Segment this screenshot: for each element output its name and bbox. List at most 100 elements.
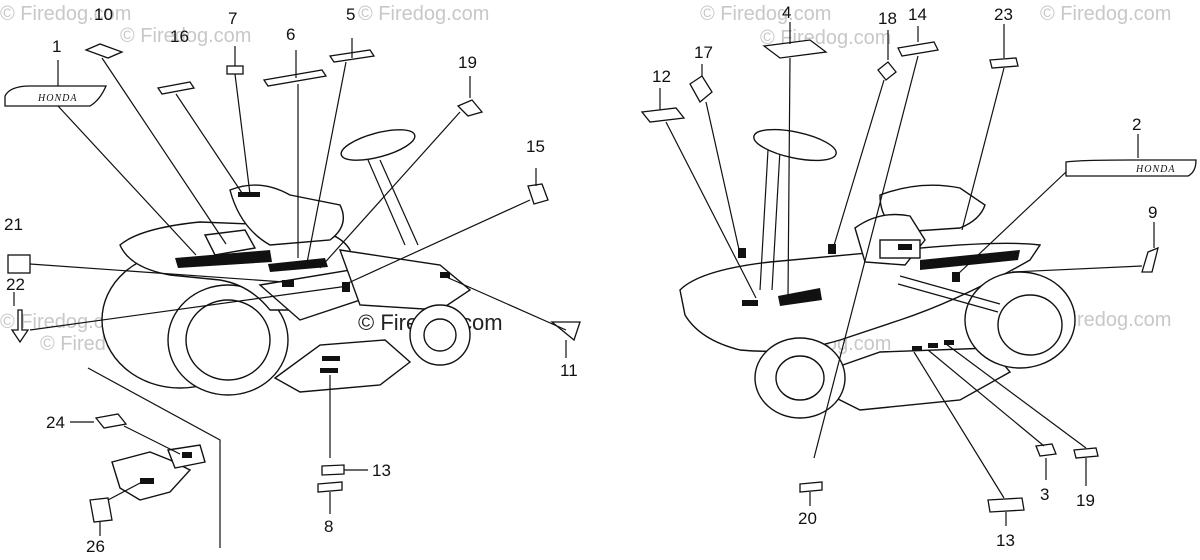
callout-label: 22: [6, 275, 25, 294]
decal-mark: [175, 250, 272, 268]
callout-label: 14: [908, 5, 927, 24]
steering-column: [759, 149, 769, 291]
decal-18: [877, 61, 897, 81]
callout-label: 19: [1076, 491, 1095, 510]
callout-label: 20: [798, 509, 817, 528]
decal-21: [799, 481, 823, 493]
decal-24: [989, 57, 1019, 69]
callout-label: 11: [560, 361, 578, 380]
decal-mark: [742, 300, 758, 306]
callout-label: 26: [86, 537, 105, 556]
decal-15: [527, 183, 549, 205]
callout-label: 21: [4, 215, 23, 234]
decal-14: [897, 41, 939, 57]
front-wheel-hub: [423, 318, 457, 352]
decal-19: [1073, 447, 1099, 459]
decal-mark: [778, 288, 822, 306]
decal-mark: [440, 272, 450, 278]
callout-label: 24: [46, 413, 65, 432]
decal-8: [317, 481, 343, 493]
decal-mark: [898, 244, 912, 250]
seat: [229, 184, 344, 246]
decal-26: [89, 497, 113, 523]
decal-23-arrow: [10, 309, 30, 344]
callout-label: 12: [652, 67, 671, 86]
steering-wheel: [340, 129, 416, 161]
right-leaders: [659, 22, 1155, 526]
decal-mark: [928, 343, 938, 348]
decal-20: [456, 99, 484, 117]
watermark: © Firedog.com: [0, 311, 131, 333]
callout-label: 18: [878, 9, 897, 28]
callout-label: 7: [228, 9, 237, 28]
honda-emblem: [4, 85, 107, 107]
decal-mark: [944, 340, 954, 345]
emblem-brand-text: HONDA: [1135, 164, 1175, 175]
decal-12: [640, 107, 686, 123]
decal-mark: [320, 368, 338, 373]
callout-label: 23: [994, 5, 1013, 24]
right-mower: [679, 128, 1076, 419]
decal-mark: [920, 250, 1020, 270]
decal-mark: [238, 192, 260, 197]
watermark: © Firedog.com: [0, 3, 131, 25]
steering-column: [367, 159, 406, 246]
mower-deck: [798, 347, 1012, 411]
decal-13: [321, 464, 345, 476]
decal-7: [226, 65, 244, 75]
emblem-brand-text: HONDA: [37, 93, 77, 104]
decal-mark: [342, 282, 350, 292]
rear-wheel-hub: [185, 299, 271, 381]
callout-label: 19: [458, 53, 477, 72]
callout-label: 4: [782, 3, 791, 22]
decal-22: [7, 254, 31, 274]
steering-wheel: [753, 128, 837, 162]
decal-mark: [952, 272, 960, 282]
callout-label: 3: [1040, 485, 1049, 504]
callout-label: 10: [94, 5, 113, 24]
decal-mark: [282, 280, 294, 287]
engine-cover: [203, 229, 257, 256]
decal-mark: [912, 346, 922, 351]
decal-mark: [268, 258, 328, 272]
callout-label: 2: [1132, 115, 1141, 134]
decal-25: [94, 413, 128, 429]
decal-mark: [828, 244, 836, 254]
callout-label: 15: [526, 137, 545, 156]
decal-mark: [140, 478, 154, 484]
decal-4: [762, 39, 828, 59]
decal-mark: [182, 452, 192, 458]
mower-deck: [273, 339, 412, 393]
decal-13: [987, 497, 1025, 513]
callout-label: 17: [694, 43, 713, 62]
right-callouts: 4 12 17 18 14 23 2 9 3 19 13 20: [652, 3, 1157, 550]
callout-label: 9: [1148, 203, 1157, 222]
decal-mark: [738, 248, 746, 258]
left-callouts: 1 10 16 7 6 5 19 15 21 22 11 13 8 24 26: [4, 5, 578, 556]
callout-label: 6: [286, 25, 295, 44]
callout-label: 13: [372, 461, 391, 480]
watermark: © Firedog.com: [700, 3, 831, 25]
deck-side: [338, 249, 472, 311]
callout-label: 1: [52, 37, 61, 56]
watermark: © Firedog.com: [358, 3, 489, 25]
callout-label: 13: [996, 531, 1015, 550]
rear-wheel-hub: [997, 294, 1063, 356]
inset-border: [87, 367, 221, 548]
decal-6: [262, 69, 328, 87]
left-mower: [101, 129, 472, 396]
decal-10: [84, 43, 124, 59]
body-shell: [679, 242, 1042, 352]
decal-11: [550, 321, 581, 342]
watermark: © Firedog.com: [1040, 3, 1171, 25]
pipe: [899, 275, 1001, 305]
decal-mark: [322, 356, 340, 361]
right-decals: HONDA: [640, 39, 1197, 513]
callout-label: 5: [346, 5, 355, 24]
decal-3: [1035, 443, 1057, 457]
callout-label: 8: [324, 517, 333, 536]
watermark: © Firedog.com: [120, 25, 251, 47]
pipe: [897, 283, 999, 313]
decal-16: [689, 75, 713, 104]
